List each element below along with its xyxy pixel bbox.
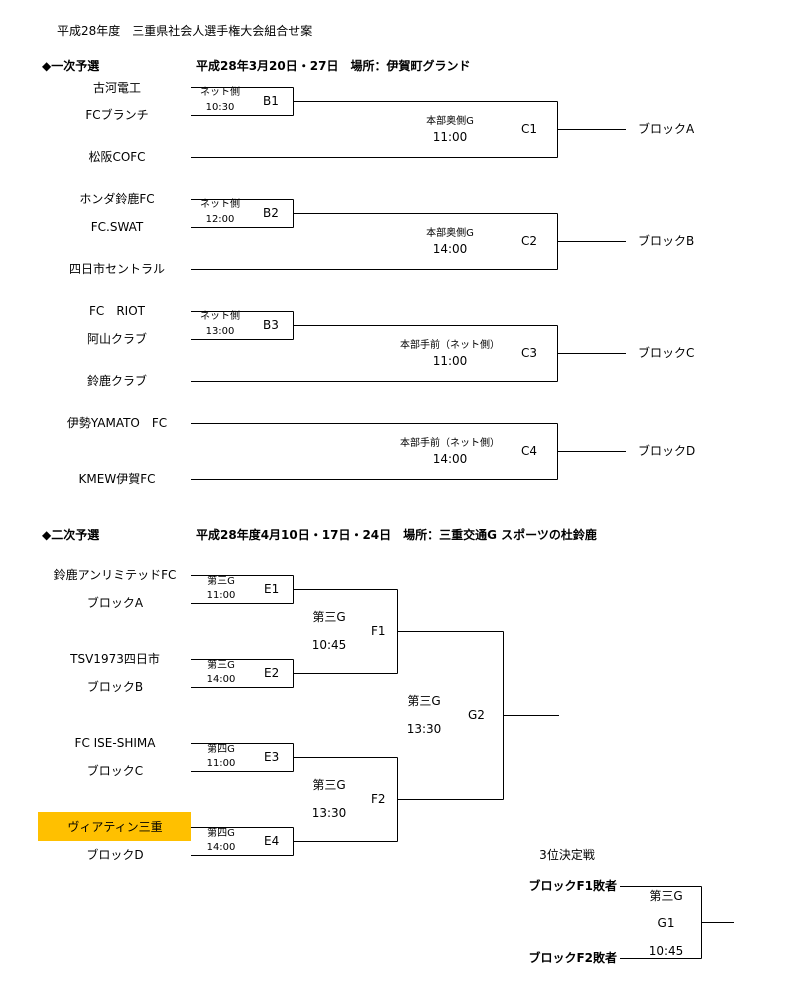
- match-venue: 第三G: [649, 889, 683, 903]
- match-time: 12:00: [205, 214, 235, 225]
- match-id: C1: [521, 122, 538, 136]
- team-name: 四日市セントラル: [68, 262, 166, 276]
- match-time: 10:30: [205, 102, 235, 113]
- match-id: B3: [263, 318, 279, 332]
- team-name: ホンダ鈴鹿FC: [79, 192, 155, 206]
- match-id: E3: [264, 750, 280, 764]
- match-venue: 本部奥側G: [426, 228, 474, 239]
- match-venue: 第三G: [312, 778, 346, 792]
- team-name: ブロックD: [86, 848, 144, 862]
- team-name: ブロックA: [86, 596, 144, 610]
- match-time: 11:00: [432, 354, 468, 368]
- match-id: B2: [263, 206, 279, 220]
- page-title: 平成28年度 三重県社会人選手権大会組合せ案: [57, 24, 313, 38]
- match-id: C3: [521, 346, 538, 360]
- match-time: 14:00: [432, 242, 468, 256]
- team-name: FC RIOT: [89, 304, 145, 318]
- match-id: F2: [371, 792, 386, 806]
- first-round-heading: ◆一次予選: [42, 59, 100, 73]
- team-name: ブロックB: [86, 680, 144, 694]
- third-place-heading: 3位決定戦: [539, 848, 595, 862]
- match-time: 13:00: [205, 326, 235, 337]
- match-venue: 本部奥側G: [426, 116, 474, 127]
- team-name: ブロックF2敗者: [528, 951, 617, 965]
- match-time: 14:00: [206, 842, 236, 853]
- match-venue: 第三G: [207, 576, 235, 587]
- highlighted-team-box: [38, 812, 191, 841]
- match-time: 10:45: [648, 944, 684, 958]
- second-round-heading: ◆二次予選: [42, 528, 100, 542]
- match-id: E2: [264, 666, 280, 680]
- match-venue: 第三G: [207, 660, 235, 671]
- match-id: B1: [263, 94, 279, 108]
- team-name: 古河電工: [92, 81, 142, 95]
- match-venue: 第四G: [207, 828, 235, 839]
- second-round-schedule: 平成28年度4月10日・17日・24日 場所：三重交通G スポーツの杜鈴鹿: [196, 528, 597, 542]
- team-name: TSV1973四日市: [70, 652, 160, 666]
- team-name: FC ISE-SHIMA: [74, 736, 156, 750]
- match-id: G2: [468, 708, 485, 722]
- match-time: 13:30: [311, 806, 347, 820]
- match-time: 13:30: [406, 722, 442, 736]
- match-time: 14:00: [206, 674, 236, 685]
- team-name: FC.SWAT: [90, 220, 144, 234]
- team-name: FCブランチ: [85, 108, 149, 122]
- highlighted-team-name: ヴィアティン三重: [67, 820, 163, 834]
- first-round-schedule: 平成28年3月20日・27日 場所：伊賀町グランド: [196, 59, 471, 73]
- team-name: ブロックC: [86, 764, 144, 778]
- team-name: 阿山クラブ: [86, 332, 148, 346]
- match-id: C4: [521, 444, 538, 458]
- team-name: 伊勢YAMATO FC: [66, 416, 168, 430]
- match-venue: 第四G: [207, 744, 235, 755]
- match-venue: 第三G: [312, 610, 346, 624]
- bracket-result: ブロックA: [638, 122, 695, 136]
- match-venue: 第三G: [407, 694, 441, 708]
- match-id: E4: [264, 834, 280, 848]
- match-venue: 本部手前（ネット側）: [400, 438, 500, 449]
- match-id: C2: [521, 234, 538, 248]
- match-id: F1: [371, 624, 386, 638]
- team-name: 松阪COFC: [88, 150, 146, 164]
- team-name: ブロックF1敗者: [528, 879, 617, 893]
- match-venue: ネット側: [200, 87, 240, 98]
- team-name: KMEW伊賀FC: [78, 472, 156, 486]
- match-venue: 本部手前（ネット側）: [400, 340, 500, 351]
- bracket-result: ブロックB: [638, 234, 695, 248]
- match-venue: ネット側: [200, 311, 240, 322]
- match-id: E1: [264, 582, 280, 596]
- match-time: 11:00: [206, 590, 236, 601]
- match-time: 10:45: [311, 638, 347, 652]
- team-name: 鈴鹿アンリミテッドFC: [53, 568, 177, 582]
- match-venue: ネット側: [200, 199, 240, 210]
- team-name: 鈴鹿クラブ: [86, 374, 148, 388]
- match-id: G1: [657, 916, 675, 930]
- match-time: 14:00: [432, 452, 468, 466]
- bracket-result: ブロックD: [638, 444, 696, 458]
- match-time: 11:00: [432, 130, 468, 144]
- match-time: 11:00: [206, 758, 236, 769]
- bracket-result: ブロックC: [638, 346, 695, 360]
